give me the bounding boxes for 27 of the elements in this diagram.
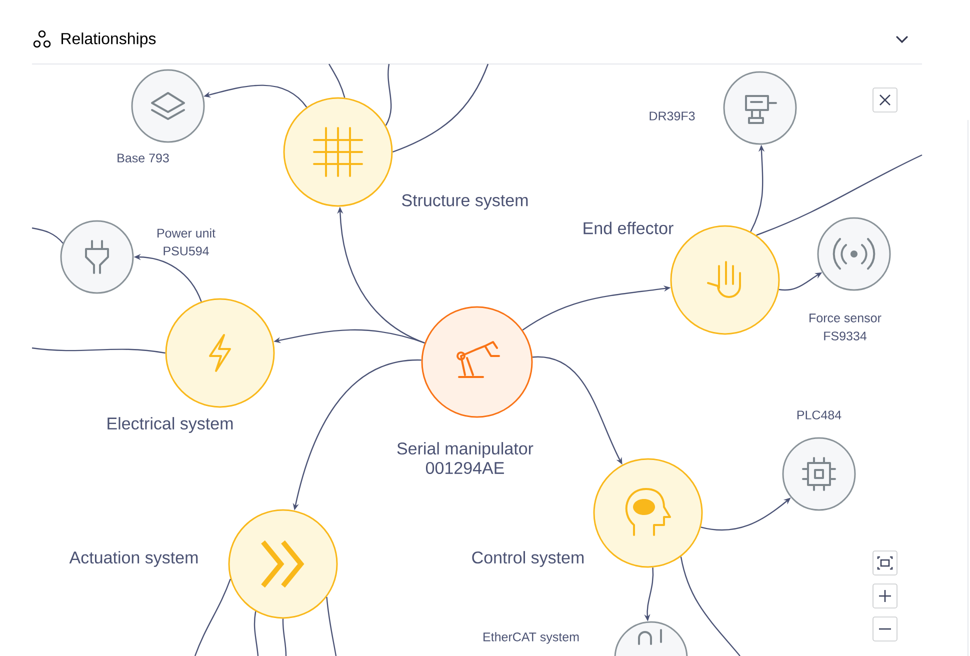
node-label: PSU594 [164, 246, 209, 256]
title: Relationships [62, 32, 156, 48]
node-label: EtherCAT system [484, 632, 579, 644]
connector [392, 64, 489, 153]
node-label: Force sensor [810, 314, 882, 322]
connector [326, 596, 337, 656]
node-label: Serial manipulator [397, 442, 534, 458]
connector [680, 556, 740, 656]
node-label: PLC484 [797, 410, 842, 420]
node-label: Control system [472, 551, 584, 567]
node-label: DR39F3 [650, 112, 695, 120]
node-label: Power unit [158, 228, 216, 238]
node-label: End effector [584, 222, 674, 234]
connector [756, 154, 922, 236]
node-label: Electrical system [108, 417, 233, 433]
connector [194, 578, 231, 656]
node-label: Actuation system [69, 551, 198, 567]
connector [254, 611, 259, 656]
node-label: Structure system [402, 194, 528, 210]
node-label: FS9334 [824, 332, 867, 340]
connector [32, 227, 64, 244]
connector [328, 64, 346, 98]
node-label: Base 793 [118, 154, 169, 162]
connector [32, 347, 166, 354]
node-label: 001294AE [426, 462, 504, 474]
connector [385, 64, 392, 126]
connector [282, 618, 287, 656]
